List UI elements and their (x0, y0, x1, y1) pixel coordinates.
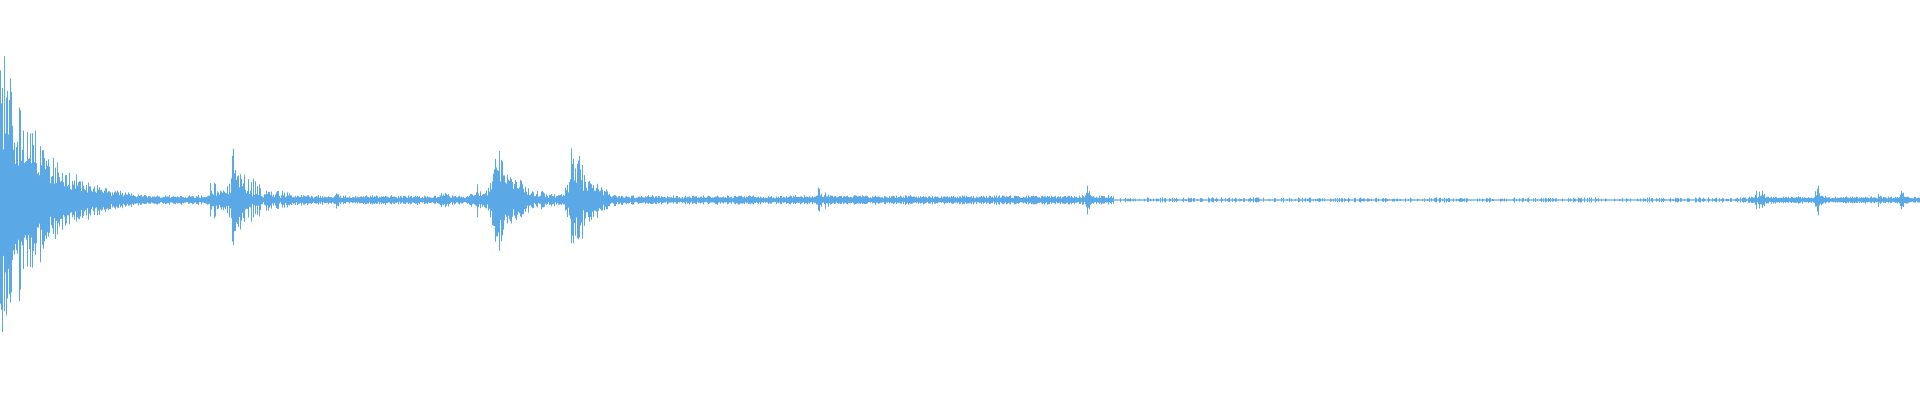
waveform-trace (0, 56, 1920, 333)
waveform-path (0, 56, 1920, 333)
